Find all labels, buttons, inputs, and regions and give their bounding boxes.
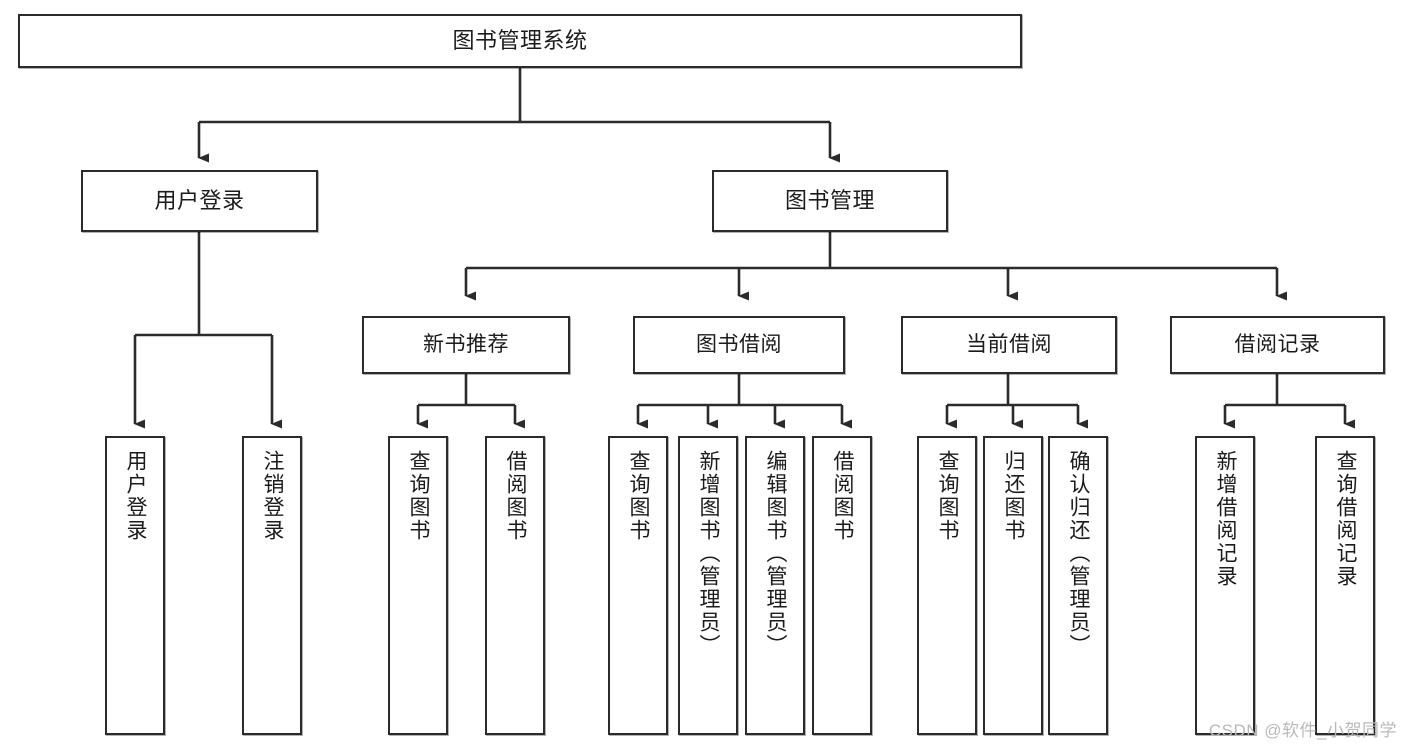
node-label: 查询图书 bbox=[627, 450, 651, 542]
node-book-management[interactable]: 图书管理 bbox=[712, 170, 948, 232]
csdn-watermark: CSDN @软件_小贺同学 bbox=[1208, 721, 1397, 740]
node-label: 图书借阅 bbox=[696, 332, 782, 356]
node-leaf-query-borrow-record[interactable]: 查询借阅记录 bbox=[1315, 436, 1375, 735]
node-leaf-borrow-book-recommend[interactable]: 借阅图书 bbox=[485, 436, 545, 735]
node-label: 注销登录 bbox=[261, 450, 285, 542]
node-leaf-edit-book-admin[interactable]: 编辑图书（管理员） bbox=[745, 436, 805, 735]
node-label: 新增借阅记录 bbox=[1214, 450, 1238, 588]
node-new-book-recommend[interactable]: 新书推荐 bbox=[362, 316, 570, 374]
node-label: 图书管理系统 bbox=[452, 28, 588, 54]
node-label: 归还图书 bbox=[1002, 450, 1026, 542]
node-label: 新书推荐 bbox=[423, 332, 509, 356]
node-label: 新增图书（管理员） bbox=[697, 450, 721, 657]
node-leaf-add-borrow-record[interactable]: 新增借阅记录 bbox=[1195, 436, 1255, 735]
node-label: 图书管理 bbox=[784, 188, 875, 214]
node-label: 确认归还（管理员） bbox=[1067, 450, 1091, 657]
node-leaf-query-book-current[interactable]: 查询图书 bbox=[917, 436, 977, 735]
node-book-borrow[interactable]: 图书借阅 bbox=[633, 316, 845, 374]
node-label: 借阅图书 bbox=[504, 450, 528, 542]
node-leaf-query-book-borrow[interactable]: 查询图书 bbox=[608, 436, 668, 735]
node-leaf-user-login[interactable]: 用户登录 bbox=[105, 436, 165, 735]
node-label: 当前借阅 bbox=[966, 332, 1052, 356]
node-label: 借阅记录 bbox=[1234, 332, 1321, 356]
node-book-management-system[interactable]: 图书管理系统 bbox=[18, 14, 1022, 68]
node-current-borrow[interactable]: 当前借阅 bbox=[901, 316, 1117, 374]
node-label: 用户登录 bbox=[124, 450, 148, 542]
node-leaf-return-book[interactable]: 归还图书 bbox=[983, 436, 1043, 735]
node-leaf-user-logout[interactable]: 注销登录 bbox=[242, 436, 302, 735]
node-borrow-record[interactable]: 借阅记录 bbox=[1170, 316, 1385, 374]
node-label: 查询图书 bbox=[407, 450, 431, 542]
node-leaf-confirm-return-admin[interactable]: 确认归还（管理员） bbox=[1048, 436, 1108, 735]
node-label: 用户登录 bbox=[154, 188, 245, 214]
node-leaf-add-book-admin[interactable]: 新增图书（管理员） bbox=[678, 436, 738, 735]
node-user-login[interactable]: 用户登录 bbox=[81, 170, 318, 232]
node-label: 查询图书 bbox=[936, 450, 960, 542]
node-label: 编辑图书（管理员） bbox=[764, 450, 788, 657]
node-label: 借阅图书 bbox=[831, 450, 855, 542]
node-label: 查询借阅记录 bbox=[1334, 450, 1358, 588]
node-leaf-borrow-book[interactable]: 借阅图书 bbox=[812, 436, 872, 735]
node-leaf-query-book-recommend[interactable]: 查询图书 bbox=[388, 436, 448, 735]
